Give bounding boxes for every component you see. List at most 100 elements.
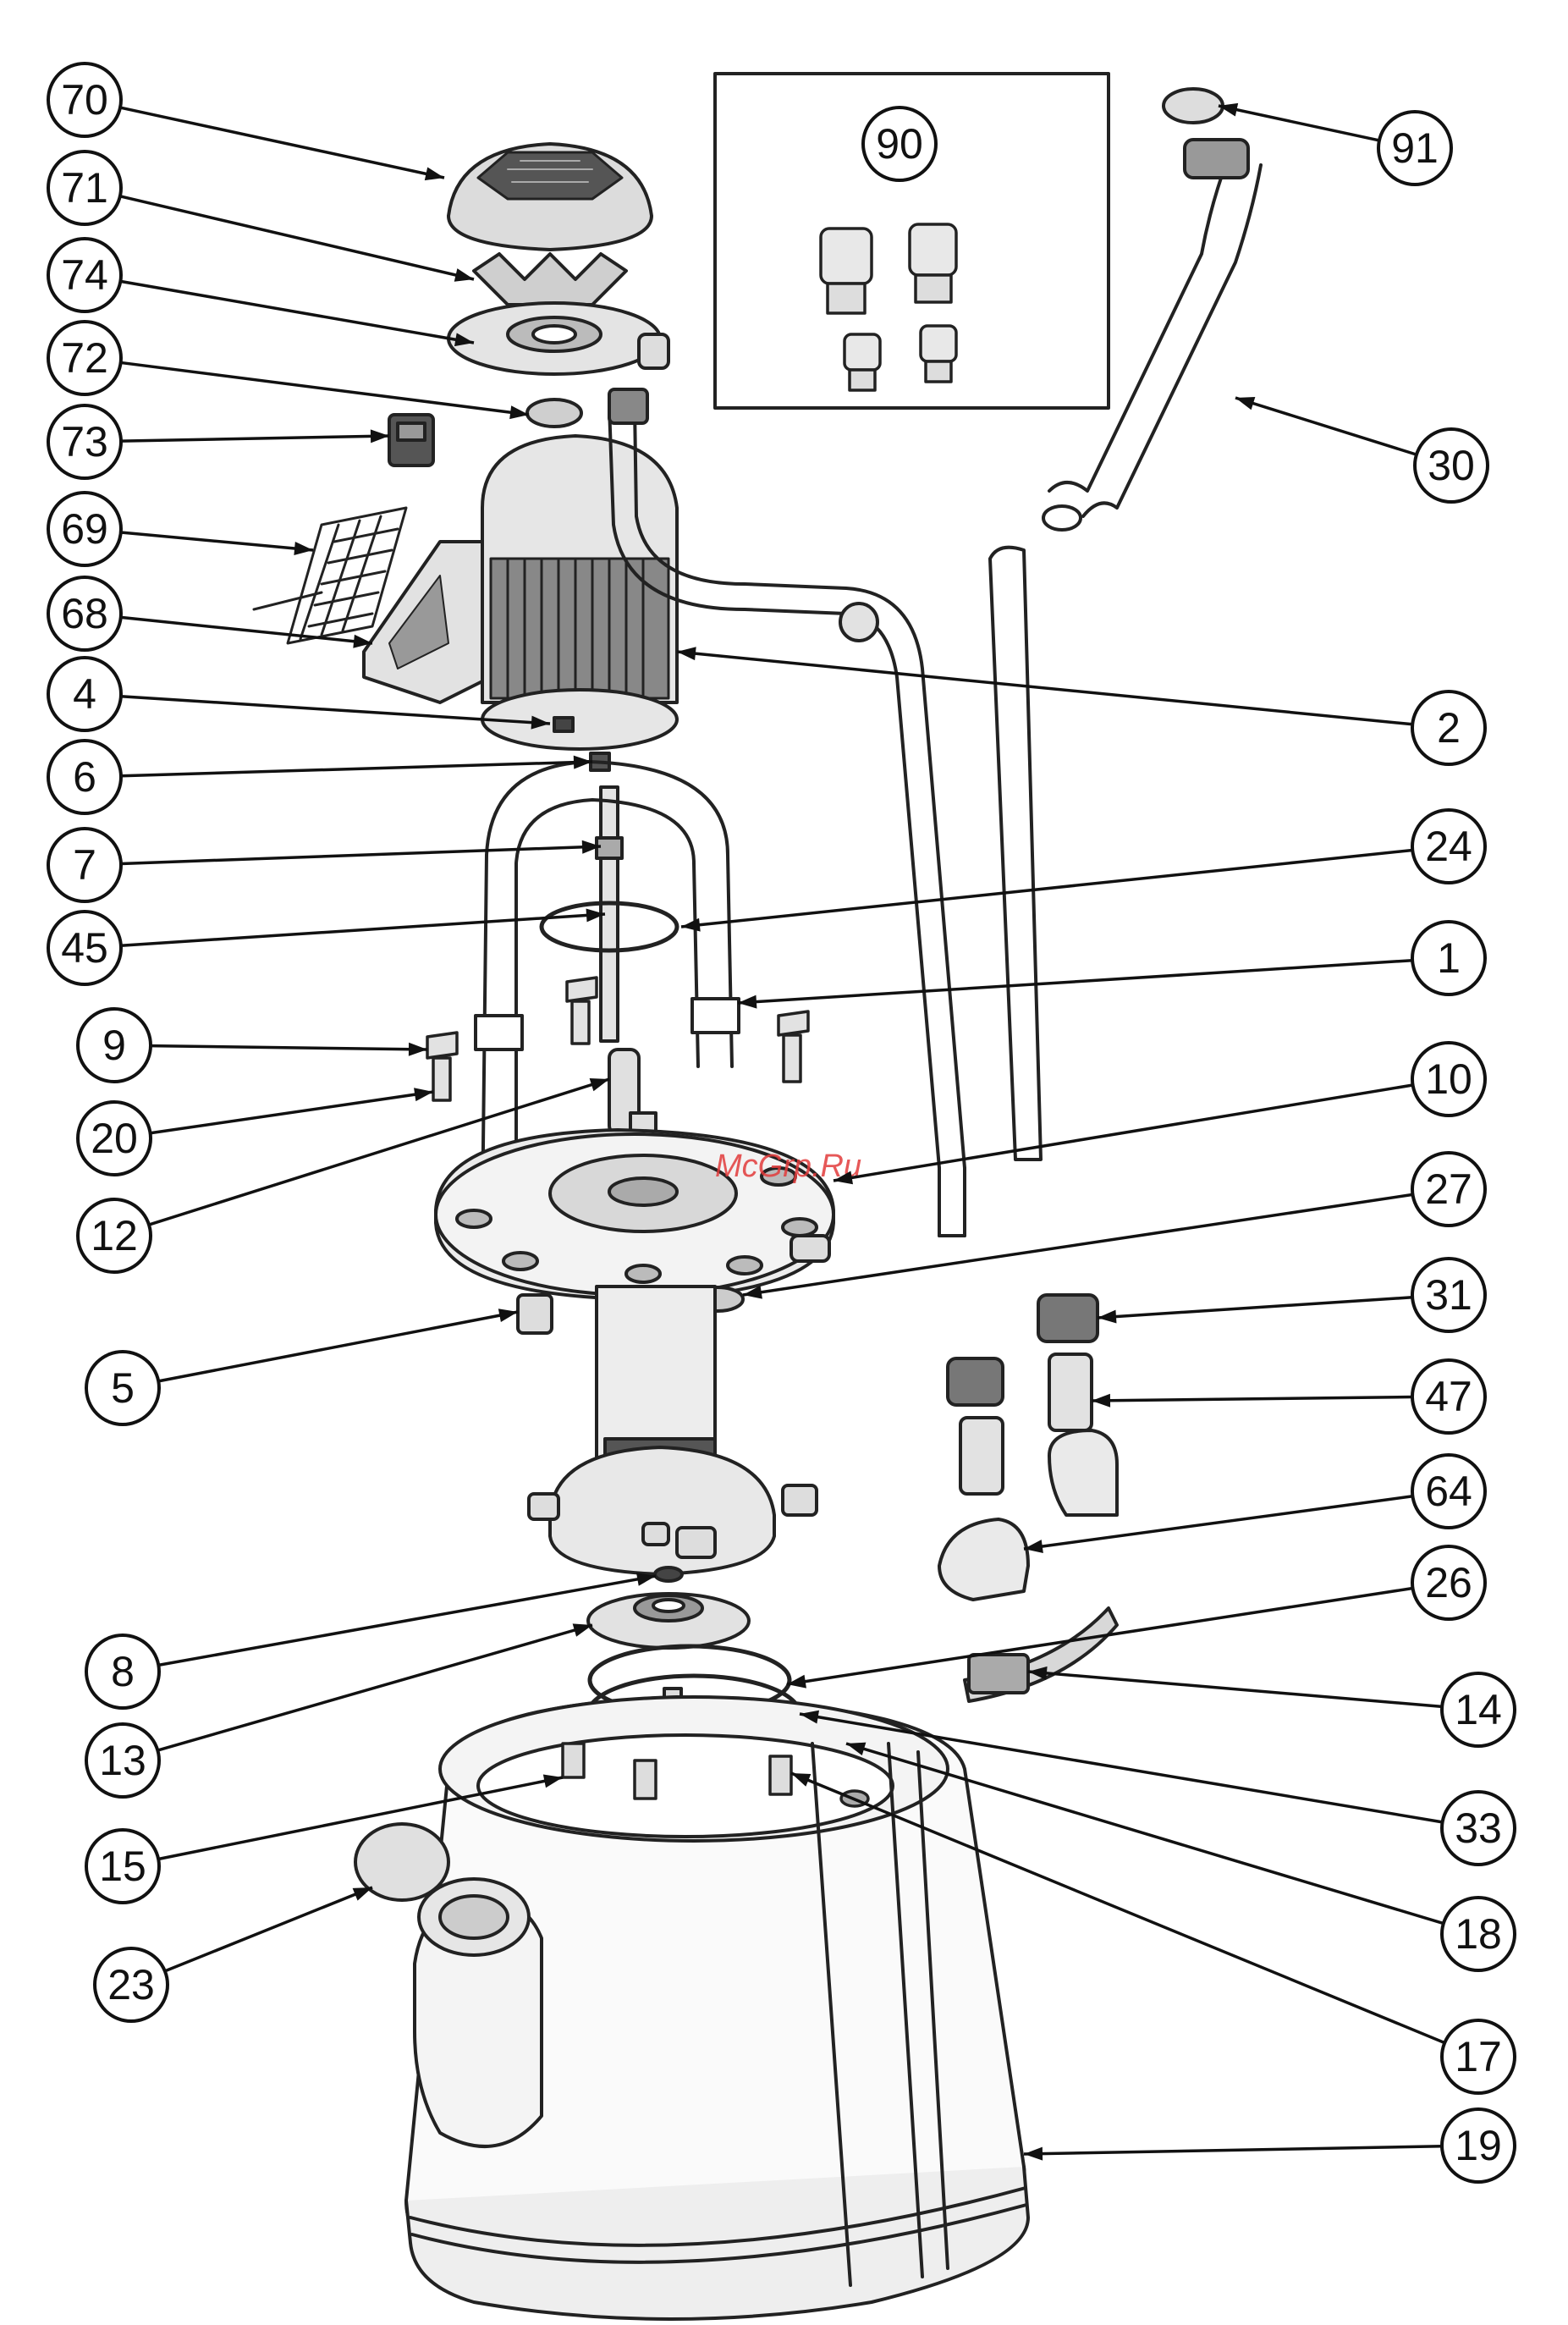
switch bbox=[389, 415, 433, 466]
callout-91: 91 bbox=[1219, 103, 1451, 185]
callout-label: 1 bbox=[1437, 934, 1461, 982]
leader-line bbox=[120, 281, 474, 343]
leader-line bbox=[1028, 1672, 1442, 1706]
callout-47: 47 bbox=[1092, 1360, 1485, 1433]
leader-line bbox=[1024, 2146, 1442, 2154]
callout-label: 15 bbox=[99, 1843, 146, 1890]
motor-body bbox=[482, 436, 677, 749]
leader-arrowhead bbox=[409, 1043, 427, 1056]
callout-73: 73 bbox=[48, 405, 389, 478]
callout-label: 70 bbox=[61, 76, 108, 124]
callout-31: 31 bbox=[1098, 1259, 1485, 1331]
leader-line bbox=[787, 1589, 1412, 1684]
callout-kit: 90 bbox=[863, 107, 936, 180]
callout-label: 4 bbox=[73, 670, 96, 718]
leader-line bbox=[121, 846, 601, 863]
callout-45: 45 bbox=[48, 908, 605, 984]
leader-line bbox=[121, 436, 389, 441]
leader-arrowhead bbox=[681, 918, 701, 932]
leader-arrowhead bbox=[1024, 2147, 1043, 2161]
callout-label: 31 bbox=[1425, 1271, 1472, 1319]
callout-label: 27 bbox=[1425, 1165, 1472, 1213]
callout-label: 72 bbox=[61, 334, 108, 382]
leader-line bbox=[121, 362, 529, 415]
leader-arrowhead bbox=[1098, 1310, 1116, 1324]
callout-9: 9 bbox=[78, 1009, 427, 1082]
callout-label: 5 bbox=[111, 1364, 135, 1412]
callout-label: 73 bbox=[61, 418, 108, 466]
callout-label: 14 bbox=[1455, 1686, 1502, 1733]
motor-cover bbox=[448, 144, 652, 250]
callout-label: 64 bbox=[1425, 1468, 1472, 1515]
callout-label: 33 bbox=[1455, 1804, 1502, 1852]
callout-label: 26 bbox=[1425, 1559, 1472, 1606]
callout-label: 47 bbox=[1425, 1373, 1472, 1420]
leader-arrowhead bbox=[371, 429, 389, 443]
callout-label: 68 bbox=[61, 590, 108, 637]
leader-arrowhead bbox=[738, 995, 756, 1009]
callout-label: 20 bbox=[91, 1115, 138, 1162]
callout-label: 6 bbox=[73, 753, 96, 801]
outlet-fittings bbox=[939, 1295, 1117, 1600]
callout-19: 19 bbox=[1024, 2109, 1515, 2182]
callout-label: 45 bbox=[61, 924, 108, 972]
callout-label: 2 bbox=[1437, 704, 1461, 752]
leader-arrowhead bbox=[1092, 1394, 1110, 1408]
callout-30: 30 bbox=[1235, 397, 1488, 502]
callout-label: 71 bbox=[61, 164, 108, 212]
callout-5: 5 bbox=[86, 1309, 518, 1424]
cooling-fan bbox=[474, 254, 626, 305]
callout-24: 24 bbox=[681, 810, 1485, 932]
callout-label: 69 bbox=[61, 505, 108, 553]
leader-line bbox=[121, 762, 592, 776]
callout-69: 69 bbox=[48, 493, 313, 565]
kit-label: 90 bbox=[876, 120, 923, 168]
nut bbox=[518, 1295, 552, 1333]
callout-7: 7 bbox=[48, 829, 601, 901]
callout-74: 74 bbox=[48, 239, 474, 346]
leader-line bbox=[121, 914, 605, 945]
callout-label: 9 bbox=[102, 1022, 126, 1069]
callout-2: 2 bbox=[677, 647, 1485, 764]
leader-line bbox=[151, 1046, 427, 1050]
leader-line bbox=[738, 961, 1412, 1003]
callout-label: 23 bbox=[107, 1961, 155, 2008]
leader-line bbox=[677, 652, 1412, 724]
callout-label: 91 bbox=[1391, 124, 1439, 172]
leader-line bbox=[681, 850, 1412, 927]
callout-label: 7 bbox=[73, 841, 96, 889]
leader-arrowhead bbox=[353, 1887, 372, 1901]
callout-1: 1 bbox=[738, 922, 1485, 1009]
callout-label: 74 bbox=[61, 251, 108, 299]
callout-label: 19 bbox=[1455, 2122, 1502, 2169]
top-flange-plate bbox=[448, 303, 668, 374]
callout-6: 6 bbox=[48, 741, 592, 813]
leader-line bbox=[158, 1576, 656, 1665]
pump-housing bbox=[529, 1447, 817, 1574]
leader-arrowhead bbox=[677, 647, 696, 660]
leader-line bbox=[1092, 1397, 1412, 1401]
callout-label: 13 bbox=[99, 1737, 146, 1784]
callout-label: 10 bbox=[1425, 1055, 1472, 1103]
callout-label: 30 bbox=[1428, 442, 1475, 489]
leader-arrowhead bbox=[573, 1623, 592, 1636]
leader-line bbox=[120, 196, 474, 279]
leader-line bbox=[165, 1887, 372, 1971]
leader-line bbox=[120, 107, 444, 178]
small-washer bbox=[655, 1567, 682, 1581]
leader-arrowhead bbox=[498, 1309, 518, 1322]
leader-line bbox=[834, 1085, 1413, 1181]
leader-line bbox=[1219, 106, 1379, 140]
leader-arrowhead bbox=[590, 1078, 609, 1091]
callout-label: 12 bbox=[91, 1212, 138, 1259]
callout-20: 20 bbox=[78, 1088, 433, 1175]
callout-label: 18 bbox=[1455, 1910, 1502, 1958]
leader-line bbox=[1098, 1297, 1412, 1318]
callout-label: 8 bbox=[111, 1648, 135, 1695]
bearing bbox=[527, 399, 581, 427]
leader-arrowhead bbox=[414, 1088, 433, 1101]
callout-label: 17 bbox=[1455, 2033, 1502, 2080]
impeller bbox=[588, 1594, 749, 1648]
